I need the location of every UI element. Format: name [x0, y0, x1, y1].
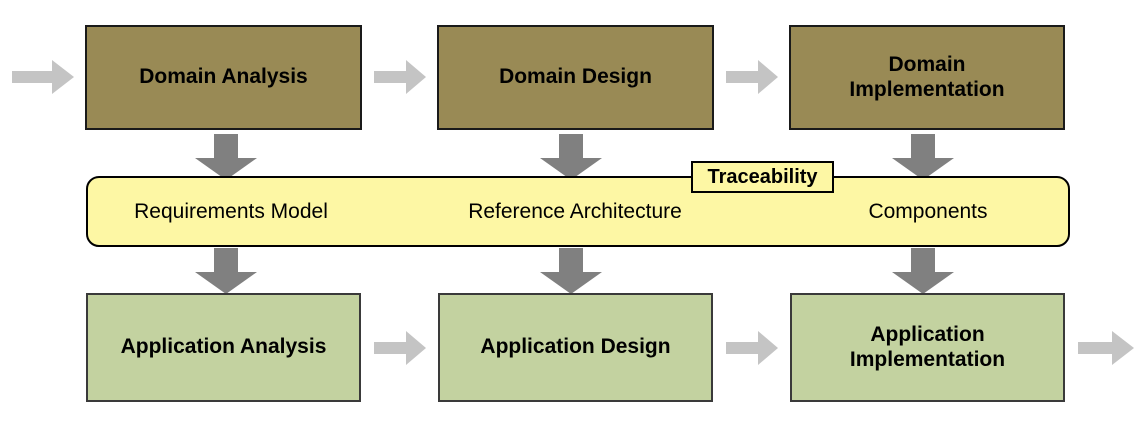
arrow-down-icon-band-to-app-analysis — [195, 248, 257, 294]
application-design-box[interactable]: Application Design — [438, 293, 713, 402]
artifact-components-label: Components — [868, 200, 988, 223]
arrow-down-icon-implementation-to-band — [892, 134, 954, 180]
application-analysis-box[interactable]: Application Analysis — [86, 293, 361, 402]
arrow-down-icon-analysis-to-band — [195, 134, 257, 180]
arrow-right-icon-domain-entry — [12, 60, 74, 94]
arrow-right-icon-application-1 — [374, 331, 426, 365]
application-implementation-box[interactable]: Application Implementation — [790, 293, 1065, 402]
arrow-down-icon-band-to-app-implementation — [892, 248, 954, 294]
arrow-right-icon-domain-1 — [374, 60, 426, 94]
domain-design-box[interactable]: Domain Design — [437, 25, 714, 130]
artifact-reference-architecture-label: Reference Architecture — [468, 200, 682, 223]
domain-analysis-box[interactable]: Domain Analysis — [85, 25, 362, 130]
traceability-label: Traceability — [707, 165, 818, 188]
application-implementation-label: Application Implementation — [849, 322, 1006, 371]
artifact-requirements-model-label: Requirements Model — [134, 200, 328, 223]
arrow-down-icon-band-to-app-design — [540, 248, 602, 294]
domain-implementation-box[interactable]: Domain Implementation — [789, 25, 1065, 130]
arrow-down-icon-design-to-band — [540, 134, 602, 180]
application-analysis-label: Application Analysis — [120, 335, 327, 359]
traceability-badge[interactable]: Traceability — [691, 161, 834, 193]
arrow-right-icon-application-2 — [726, 331, 778, 365]
artifact-band — [86, 176, 1070, 247]
application-design-label: Application Design — [480, 335, 671, 359]
domain-design-label: Domain Design — [499, 65, 652, 89]
arrow-right-icon-domain-2 — [726, 60, 778, 94]
domain-implementation-label: Domain Implementation — [849, 52, 1005, 101]
arrow-right-icon-application-exit — [1078, 331, 1134, 365]
domain-analysis-label: Domain Analysis — [139, 65, 308, 89]
